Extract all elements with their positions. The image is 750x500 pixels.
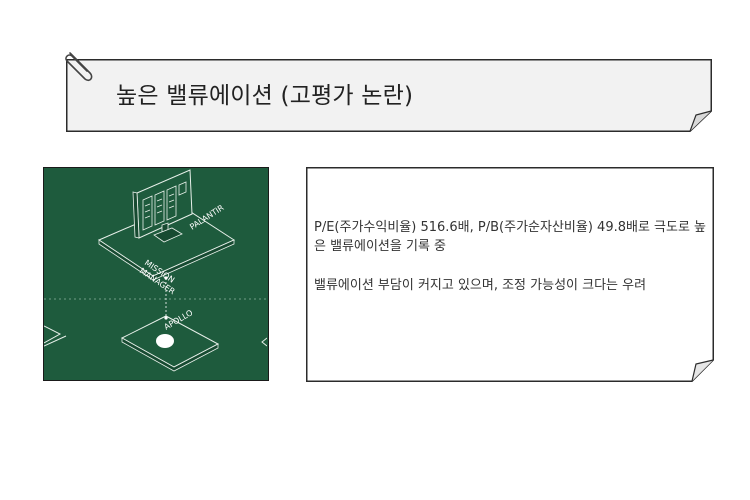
side-platform-right (261, 337, 267, 347)
title-note: 높은 밸류에이션 (고평가 논란) (65, 52, 712, 132)
screen-widgets (142, 181, 187, 231)
connector-dot-top (164, 276, 168, 280)
content-note: P/E(주가수익비율) 516.6배, P/B(주가순자산비율) 49.8배로 … (306, 167, 714, 382)
content-paragraph-2: 밸류에이션 부담이 커지고 있으며, 조정 가능성이 크다는 우려 (314, 278, 647, 293)
page-title: 높은 밸류에이션 (고평가 논란) (116, 83, 414, 109)
illustration-svg: PALANTIR MISSION MANAGER APOLLO (44, 169, 267, 372)
content-body: P/E(주가수익비율) 516.6배, P/B(주가순자산비율) 49.8배로 … (314, 218, 706, 315)
apollo-platform: APOLLO (120, 308, 220, 372)
content-note-frame (306, 167, 714, 382)
content-paragraph-1: P/E(주가수익비율) 516.6배, P/B(주가순자산비율) 49.8배로 … (314, 220, 707, 254)
isometric-illustration: PALANTIR MISSION MANAGER APOLLO (43, 167, 269, 381)
title-note-frame (66, 59, 712, 132)
apollo-dome-icon (156, 334, 174, 348)
paperclip-icon (65, 52, 93, 82)
connector-dot-bottom (164, 316, 168, 320)
side-platform-left (44, 325, 67, 347)
